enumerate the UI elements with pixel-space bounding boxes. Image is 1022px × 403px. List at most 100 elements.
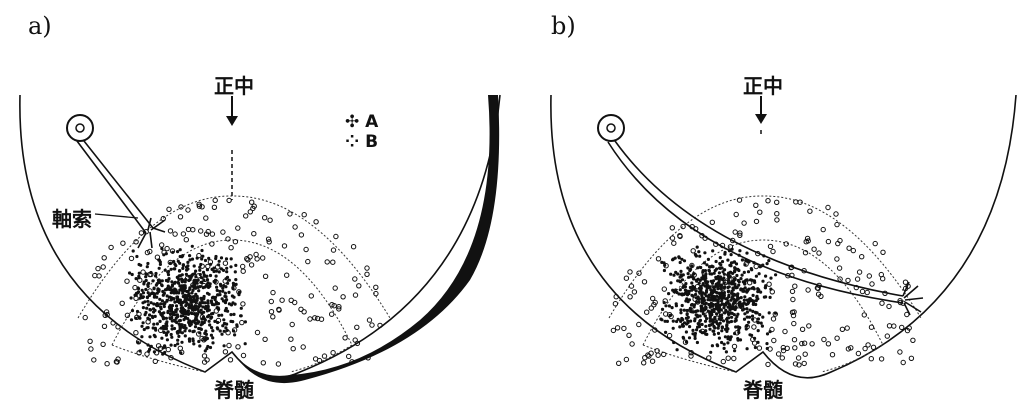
cell-dot-dense bbox=[225, 267, 228, 270]
cell-dot-dense bbox=[721, 278, 724, 281]
cell-dot bbox=[282, 244, 286, 248]
cell-dot-dense bbox=[759, 291, 762, 294]
cell-dot-dense bbox=[766, 262, 769, 265]
cell-dot bbox=[299, 233, 303, 237]
cell-dot bbox=[802, 361, 806, 365]
cell-dot-dense bbox=[210, 326, 213, 329]
cell-dot bbox=[887, 324, 891, 328]
cell-dot-dense bbox=[736, 293, 739, 296]
cell-dot-dense bbox=[728, 308, 731, 311]
cell-dot-dense bbox=[192, 342, 195, 345]
cell-dot-dense bbox=[232, 296, 235, 299]
cell-dot-dense bbox=[223, 322, 226, 325]
cell-dot-dense bbox=[130, 318, 133, 321]
cell-dot bbox=[800, 341, 804, 345]
cell-dot-dense bbox=[137, 316, 140, 319]
cell-dot-dense bbox=[224, 326, 227, 329]
cell-dot bbox=[226, 237, 230, 241]
cell-dot bbox=[331, 248, 335, 252]
cell-dot-dense bbox=[743, 271, 746, 274]
cell-dot-dense bbox=[676, 272, 679, 275]
cell-dot-dense bbox=[225, 257, 228, 260]
cell-dot-dense bbox=[749, 278, 752, 281]
cell-dot-dense bbox=[683, 259, 686, 262]
cell-dot-dense bbox=[196, 297, 199, 300]
cell-dot-dense bbox=[148, 335, 151, 338]
cell-dot-dense bbox=[691, 303, 694, 306]
cell-dot-dense bbox=[715, 267, 718, 270]
cell-dot-dense bbox=[176, 339, 179, 342]
cell-dot bbox=[210, 242, 214, 246]
cell-dot-dense bbox=[719, 256, 722, 259]
cell-dot-dense bbox=[672, 320, 675, 323]
cell-dot-dense bbox=[686, 293, 689, 296]
cell-dot bbox=[617, 361, 621, 365]
cell-dot bbox=[88, 339, 92, 343]
cell-dot-dense bbox=[229, 265, 232, 268]
diagram-a bbox=[0, 0, 511, 401]
cell-dot bbox=[168, 229, 172, 233]
cell-dot-dense bbox=[721, 260, 724, 263]
cell-dot-dense bbox=[678, 325, 681, 328]
cell-dot bbox=[302, 213, 306, 217]
cell-dot-dense bbox=[726, 259, 729, 262]
cell-dot-dense bbox=[147, 350, 150, 353]
cell-dot-dense bbox=[734, 267, 737, 270]
cell-dot-dense bbox=[700, 307, 703, 310]
cell-dot bbox=[754, 264, 758, 268]
cell-dot-dense bbox=[134, 317, 137, 320]
cell-dot-dense bbox=[221, 290, 224, 293]
cell-dot-dense bbox=[138, 276, 141, 279]
cell-dot-dense bbox=[758, 272, 761, 275]
cell-dot-dense bbox=[708, 272, 711, 275]
cell-dot-dense bbox=[732, 288, 735, 291]
cell-dot-dense bbox=[704, 273, 707, 276]
cell-dot bbox=[105, 362, 109, 366]
cell-dot-dense bbox=[677, 255, 680, 258]
cell-dot-dense bbox=[731, 272, 734, 275]
cell-dot-dense bbox=[140, 296, 143, 299]
cell-dot bbox=[370, 323, 374, 327]
cell-dot bbox=[227, 198, 231, 202]
cell-dot bbox=[670, 236, 674, 240]
cell-dot-dense bbox=[698, 255, 701, 258]
cell-dot-dense bbox=[216, 306, 219, 309]
cell-dot-dense bbox=[766, 332, 769, 335]
cell-dot-dense bbox=[156, 282, 159, 285]
cell-dot bbox=[632, 290, 636, 294]
cell-dot-dense bbox=[215, 270, 218, 273]
cell-dot-dense bbox=[755, 275, 758, 278]
cell-dot-dense bbox=[186, 267, 189, 270]
cell-dot-dense bbox=[194, 275, 197, 278]
cell-dot-dense bbox=[709, 316, 712, 319]
cell-dot-dense bbox=[675, 304, 678, 307]
cell-dot-dense bbox=[196, 257, 199, 260]
cell-dot-dense bbox=[244, 320, 247, 323]
cell-dot bbox=[89, 347, 93, 351]
cell-dot-dense bbox=[685, 317, 688, 320]
cell-dot bbox=[851, 248, 855, 252]
cell-dot-dense bbox=[229, 320, 232, 323]
cell-dot bbox=[846, 278, 850, 282]
cell-dot-dense bbox=[739, 288, 742, 291]
cell-dot-dense bbox=[207, 302, 210, 305]
cell-dot-dense bbox=[718, 307, 721, 310]
cell-dot-dense bbox=[727, 279, 730, 282]
cell-dot bbox=[667, 333, 671, 337]
cell-dot-dense bbox=[758, 313, 761, 316]
cell-dot bbox=[672, 241, 676, 245]
cell-dot bbox=[204, 216, 208, 220]
cell-dot bbox=[656, 257, 660, 261]
cell-dot bbox=[628, 270, 632, 274]
cell-dot-dense bbox=[186, 261, 189, 264]
cell-dot-dense bbox=[744, 286, 747, 289]
cell-dot bbox=[289, 298, 293, 302]
cell-dot-dense bbox=[176, 315, 179, 318]
cell-dot bbox=[796, 356, 800, 360]
cell-dot-dense bbox=[208, 320, 211, 323]
cell-dot-dense bbox=[716, 287, 719, 290]
cell-dot-dense bbox=[706, 298, 709, 301]
cell-dot bbox=[754, 219, 758, 223]
cell-dot-dense bbox=[144, 275, 147, 278]
cell-dot-dense bbox=[163, 344, 166, 347]
